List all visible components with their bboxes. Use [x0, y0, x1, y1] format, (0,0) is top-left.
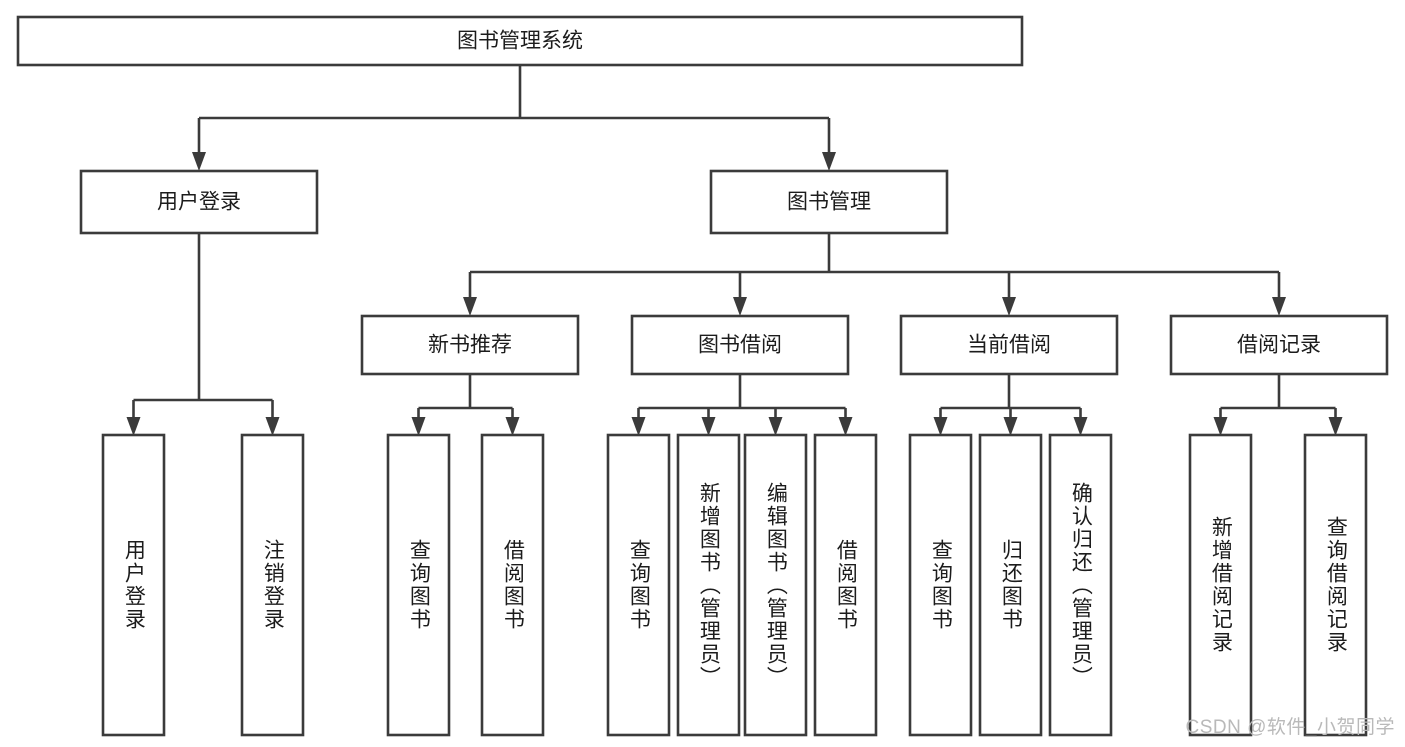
arrow-head-icon-leaf-新书推荐-1 [505, 417, 520, 436]
node-leaf-12-查询借阅记录[interactable] [1303, 433, 1368, 737]
arrow-head-icon-leaf-用户登录-1 [265, 417, 280, 436]
arrow-head-icon-leaf-当前借阅-1 [1003, 417, 1018, 436]
node-label-root: 图书管理系统 [457, 30, 583, 53]
arrow-head-icon-level2-0 [192, 152, 206, 171]
watermark-text: CSDN @软件_小贺同学 [1185, 717, 1395, 738]
arrow-head-icon-leaf-当前借阅-0 [933, 417, 948, 436]
node-level3-借阅记录[interactable] [1169, 314, 1389, 376]
node-leaf-1-注销登录[interactable] [240, 433, 305, 737]
arrow-head-icon-level2-1 [822, 152, 836, 171]
node-level3-当前借阅[interactable] [899, 314, 1119, 376]
node-leaf-8-查询图书[interactable] [908, 433, 973, 737]
arrow-head-icon-leaf-图书借阅-2 [768, 417, 783, 436]
node-leaf-6-编辑图书（管理员）[interactable] [743, 433, 808, 737]
node-leaf-10-确认归还（管理员）[interactable] [1048, 433, 1113, 737]
node-leaf-11-新增借阅记录[interactable] [1188, 433, 1253, 737]
node-level3-新书推荐[interactable] [360, 314, 580, 376]
node-leaf-4-查询图书[interactable] [606, 433, 671, 737]
node-label-level3-0: 新书推荐 [428, 334, 512, 357]
node-leaf-5-新增图书（管理员）[interactable] [676, 433, 741, 737]
arrow-head-icon-leaf-借阅记录-1 [1328, 417, 1343, 436]
node-label-level3-3: 借阅记录 [1237, 334, 1321, 357]
node-root-图书管理系统[interactable] [16, 15, 1024, 67]
arrow-head-icon-level3-3 [1272, 297, 1286, 316]
boxes-layer [16, 15, 1389, 737]
node-leaf-7-借阅图书[interactable] [813, 433, 878, 737]
node-leaf-9-归还图书[interactable] [978, 433, 1043, 737]
node-label-level3-1: 图书借阅 [698, 334, 782, 357]
arrow-head-icon-level3-1 [733, 297, 747, 316]
node-leaf-0-用户登录[interactable] [101, 433, 166, 737]
node-leaf-3-借阅图书[interactable] [480, 433, 545, 737]
node-level2-用户登录[interactable] [79, 169, 319, 235]
node-level2-图书管理[interactable] [709, 169, 949, 235]
arrow-head-icon-leaf-借阅记录-0 [1213, 417, 1228, 436]
node-level3-图书借阅[interactable] [630, 314, 850, 376]
arrow-head-icon-level3-0 [463, 297, 477, 316]
node-label-level2-0: 用户登录 [157, 191, 241, 214]
arrow-head-icon-leaf-当前借阅-2 [1073, 417, 1088, 436]
arrow-head-icon-leaf-新书推荐-0 [411, 417, 426, 436]
arrow-head-icon-leaf-图书借阅-3 [838, 417, 853, 436]
connectors-layer [126, 65, 1343, 436]
node-label-level3-2: 当前借阅 [967, 334, 1051, 357]
arrow-head-icon-leaf-图书借阅-0 [631, 417, 646, 436]
arrow-head-icon-leaf-图书借阅-1 [701, 417, 716, 436]
arrow-head-icon-level3-2 [1002, 297, 1016, 316]
node-leaf-2-查询图书[interactable] [386, 433, 451, 737]
node-label-level2-1: 图书管理 [787, 191, 871, 214]
arrow-head-icon-leaf-用户登录-0 [126, 417, 141, 436]
